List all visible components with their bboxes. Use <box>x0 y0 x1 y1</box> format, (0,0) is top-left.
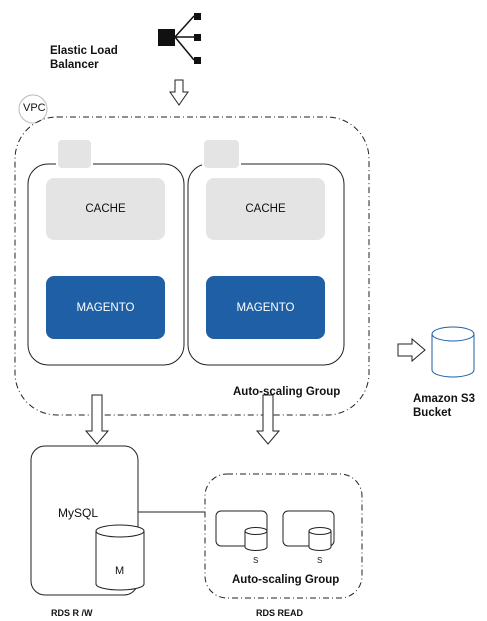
arrow-to-s3 <box>397 337 426 363</box>
instance-tab-2 <box>202 138 241 170</box>
cache-box-2 <box>206 178 325 240</box>
arrow-elb-to-vpc <box>169 79 189 106</box>
magento-label-2: MAGENTO <box>236 301 295 314</box>
rds-rw-caption: RDS R /W <box>51 608 93 618</box>
s3-label: Amazon S3 Bucket <box>413 392 475 420</box>
elb-label-line1: Elastic Load <box>50 45 118 57</box>
load-balancer-icon <box>158 13 201 64</box>
instance-tab-1 <box>56 138 93 170</box>
arrow-to-rds-read <box>255 394 281 445</box>
elb-label-line2: Balancer <box>50 59 99 71</box>
arrow-to-rds-rw <box>84 394 110 445</box>
mysql-label: MySQL <box>58 506 99 520</box>
magento-box-1 <box>46 276 165 339</box>
magento-box-2 <box>206 276 325 339</box>
master-label: M <box>115 565 125 577</box>
replica-label-2: S <box>317 556 323 565</box>
cache-label-1: CACHE <box>85 203 126 215</box>
web-asg-boundary <box>14 116 370 416</box>
rds-read-asg-label: Auto-scaling Group <box>232 574 340 586</box>
rds-read-caption: RDS READ <box>256 608 304 618</box>
s3-bucket-icon <box>431 326 475 378</box>
replica-cylinder-2 <box>308 527 332 551</box>
replica-cylinder-1 <box>244 527 268 551</box>
web-asg-label: Auto-scaling Group <box>233 386 341 398</box>
elb-label: Elastic Load Balancer <box>50 44 118 72</box>
cache-label-2: CACHE <box>245 203 286 215</box>
s3-label-line2: Bucket <box>413 407 452 419</box>
magento-label-1: MAGENTO <box>76 301 135 314</box>
s3-label-line1: Amazon S3 <box>413 393 475 405</box>
vpc-label: VPC <box>23 102 46 114</box>
rds-read-asg-boundary <box>204 473 363 599</box>
cache-box-1 <box>46 178 165 240</box>
mysql-master-cylinder <box>95 524 145 591</box>
replica-label-1: S <box>253 556 259 565</box>
vpc-badge <box>18 94 48 124</box>
